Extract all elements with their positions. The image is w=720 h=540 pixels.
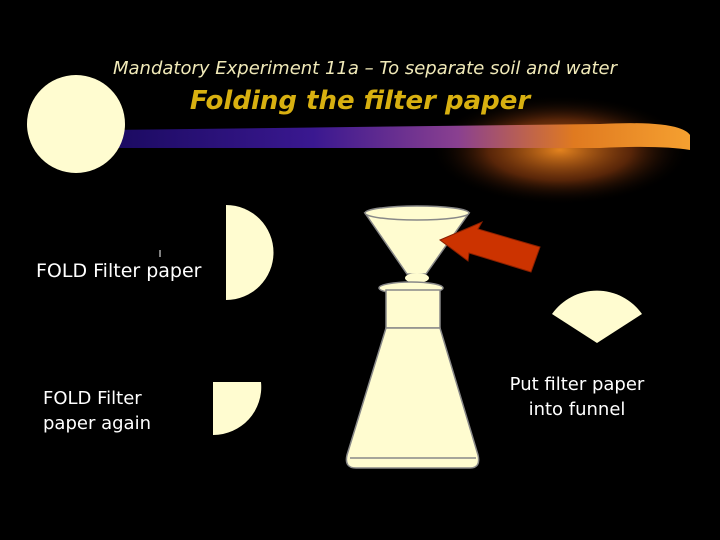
half-fold-icon — [226, 205, 274, 300]
step-label-into-funnel: Put filter paper into funnel — [509, 374, 645, 420]
step-label-fold-again: FOLD Filter paper again — [43, 388, 151, 434]
step-label-fold: FOLD Filter paper — [36, 260, 202, 282]
funnel-icon — [363, 205, 471, 283]
title-gradient-bar — [110, 123, 690, 150]
slide-subtitle: Mandatory Experiment 11a – To separate s… — [112, 58, 618, 79]
filter-paper-circle-icon — [27, 75, 125, 173]
title-glow — [430, 95, 690, 205]
quarter-fold-icon — [213, 382, 262, 436]
cone-in-funnel-icon — [552, 290, 642, 343]
flask-icon — [345, 281, 480, 469]
arrow-icon — [439, 220, 541, 273]
slide-title: Folding the filter paper — [189, 86, 531, 116]
